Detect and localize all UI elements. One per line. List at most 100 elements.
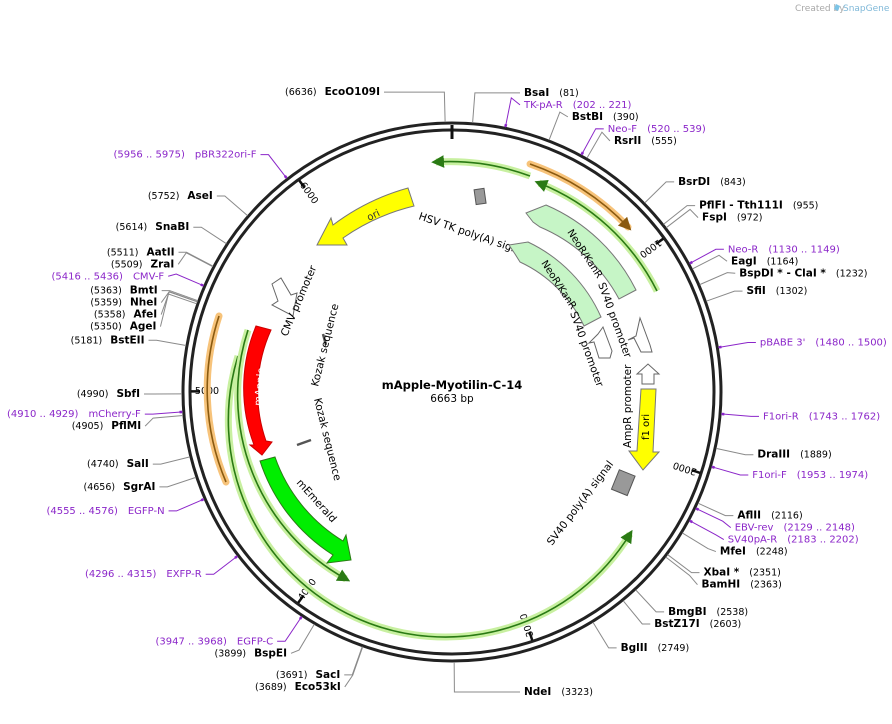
sv40-promoter-inner-arrow[interactable] [587, 325, 613, 359]
enzyme-label[interactable]: AflII(2116) [737, 510, 802, 522]
primer-label[interactable]: EXFP-R(4296 .. 4315) [85, 569, 202, 580]
orf-bottom-arc[interactable] [224, 354, 633, 641]
enzyme-label[interactable]: FspI(972) [702, 212, 762, 224]
enzyme-label[interactable]: PflMI(4905) [72, 420, 141, 432]
orange-left-arc[interactable] [203, 312, 230, 486]
enzyme-leader [160, 291, 198, 303]
primer-leader [168, 273, 204, 287]
enzyme-label[interactable]: BglII(2749) [621, 642, 690, 654]
primer-binding-mark [689, 260, 693, 265]
enzyme-label[interactable]: BstEII(5181) [71, 334, 145, 346]
enzyme-label[interactable]: NdeI(3323) [524, 686, 593, 698]
enzyme-leader [159, 476, 197, 488]
sv40-polya-box[interactable] [610, 469, 636, 497]
enzyme-position: (1302) [776, 286, 808, 297]
f1-ori-label: f1 ori [641, 414, 652, 440]
enzyme-label[interactable]: BamHI(2363) [701, 579, 781, 591]
enzyme-label[interactable]: BsaI(81) [524, 87, 579, 99]
enzyme-label[interactable]: BspDI * - ClaI *(1232) [739, 267, 867, 279]
enzyme-position: (2351) [749, 568, 781, 579]
orf-upper-arc[interactable] [534, 179, 661, 293]
primer-range: (5416 .. 5436) [52, 271, 124, 282]
enzyme-position: (3899) [215, 648, 247, 659]
enzyme-leader [548, 111, 569, 141]
enzyme-position: (6636) [285, 87, 317, 98]
enzyme-label[interactable]: SbfI(4990) [77, 388, 140, 400]
enzyme-label[interactable]: DraIII(1889) [757, 449, 831, 461]
enzyme-leader [635, 589, 665, 613]
primer-label[interactable]: Neo-R (1130 .. 1149) [728, 244, 840, 255]
orf-top-arc[interactable] [431, 155, 532, 180]
enzyme-label[interactable]: AatII(5511) [107, 246, 175, 258]
enzyme-label[interactable]: AgeI(5350) [90, 321, 156, 333]
primer-label[interactable]: EGFP-N(4555 .. 4576) [46, 506, 164, 517]
primer-label[interactable]: EBV-rev(2129 .. 2148) [735, 523, 855, 534]
primer-label[interactable]: SV40pA-R(2183 .. 2202) [728, 535, 859, 546]
primer-label[interactable]: F1ori-R(1743 .. 1762) [763, 411, 880, 422]
f1-ori-feature[interactable]: f1 ori [628, 388, 661, 471]
neo-outer-feature[interactable] [526, 160, 632, 231]
enzyme-label[interactable]: SgrAI(4656) [84, 481, 156, 493]
primer-label[interactable]: CMV-F(5416 .. 5436) [52, 271, 165, 282]
enzyme-label[interactable]: SnaBI(5614) [116, 221, 190, 233]
enzyme-label[interactable]: ZraI(5509) [111, 258, 174, 270]
enzyme-name: PflFI - Tth111I [699, 200, 783, 212]
primer-binding-mark [695, 507, 700, 511]
enzyme-label[interactable]: Eco53kI(3689) [255, 681, 341, 693]
enzyme-name: SnaBI [155, 221, 189, 233]
enzyme-label[interactable]: MfeI(2248) [720, 546, 788, 558]
enzyme-label[interactable]: EcoO109I (6636) [285, 86, 380, 98]
enzyme-label[interactable]: SfiI(1302) [747, 285, 808, 297]
enzyme-label[interactable]: BstBI(390) [572, 111, 639, 123]
enzyme-name: EcoO109I [325, 86, 380, 98]
primer-label[interactable]: EGFP-C(3947 .. 3968) [155, 636, 273, 647]
sv40-promoter-outer-arrow[interactable] [627, 316, 653, 353]
enzyme-label[interactable]: SacI(3691) [276, 669, 340, 681]
ampr-promoter-arrow[interactable] [635, 363, 661, 385]
sv40-polya-label: SV40 poly(A) signal [545, 459, 616, 548]
primer-label[interactable]: pBABE 3'(1480 .. 1500) [760, 338, 887, 349]
enzyme-label[interactable]: BmtI(5363) [90, 285, 157, 297]
enzyme-label[interactable]: AseI (5752) [148, 190, 213, 202]
leader-layer [144, 91, 760, 693]
primer-leader [144, 411, 183, 415]
enzyme-position: (81) [559, 88, 579, 99]
enzyme-name: AseI [187, 190, 212, 202]
tick-label: 2000 [672, 459, 698, 477]
cmv-promoter-arrow[interactable] [271, 277, 298, 317]
primer-name: Neo-R [728, 244, 759, 255]
primer-range: (1130 .. 1149) [768, 244, 840, 255]
enzyme-label[interactable]: AfeI(5358) [94, 309, 157, 321]
enzyme-label[interactable]: RsrII(555) [614, 135, 677, 147]
primer-label[interactable]: Neo-F(520 .. 539) [608, 124, 706, 135]
hsv-tk-polya-box[interactable] [473, 187, 487, 206]
primer-range: (4296 .. 4315) [85, 569, 157, 580]
enzyme-label[interactable]: BstZ17I(2603) [654, 618, 741, 630]
primer-label[interactable]: F1ori-F(1953 .. 1974) [752, 470, 868, 481]
enzyme-label[interactable]: BspEI(3899) [215, 647, 287, 659]
enzyme-label[interactable]: PflFI - Tth111I(955) [699, 200, 818, 212]
label-layer: EcoO109I (6636) BsaI(81) BstBI(390) RsrII(55… [7, 86, 887, 698]
enzyme-leader [178, 251, 214, 267]
primer-leader [689, 520, 725, 541]
enzyme-label[interactable]: NheI(5359) [90, 297, 157, 309]
enzyme-position: (5359) [90, 298, 122, 309]
enzyme-position: (5752) [148, 191, 180, 202]
enzyme-name: SbfI [116, 388, 140, 400]
primer-binding-mark [689, 519, 693, 524]
ori-feature[interactable]: ori [316, 187, 415, 246]
primer-label[interactable]: pBR322ori-F(5956 .. 5975) [113, 150, 256, 161]
enzyme-label[interactable]: BmgBI(2538) [668, 606, 748, 618]
enzyme-name: AfeI [133, 309, 157, 321]
primer-binding-mark [283, 175, 288, 179]
primer-label[interactable]: mCherry-F(4910 .. 4929) [7, 409, 141, 420]
enzyme-label[interactable]: SalI(4740) [87, 458, 149, 470]
enzyme-label[interactable]: XbaI *(2351) [704, 567, 781, 579]
orf-left-arc[interactable] [234, 328, 351, 583]
enzyme-label[interactable]: BsrDI(843) [678, 176, 746, 188]
primer-label[interactable]: TK-pA-R(202 .. 221) [523, 100, 632, 111]
enzyme-leader [193, 226, 227, 245]
enzyme-position: (5509) [111, 259, 143, 270]
mapple-feature[interactable]: mApple [243, 325, 273, 456]
enzyme-label[interactable]: EagI(1164) [731, 255, 798, 267]
